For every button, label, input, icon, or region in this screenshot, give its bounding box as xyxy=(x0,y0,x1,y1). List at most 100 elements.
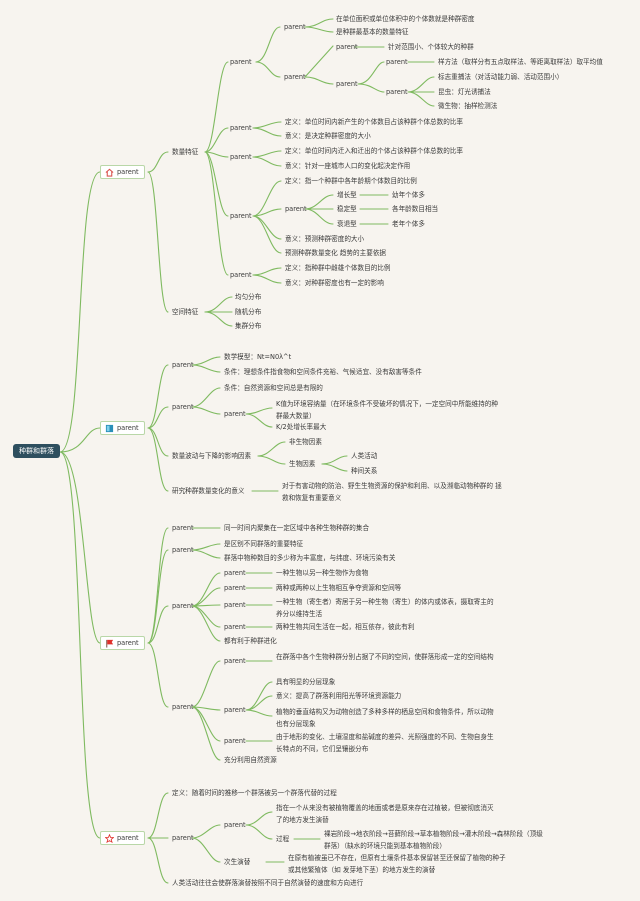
leaf-text: 充分利用自然资源 xyxy=(224,756,277,764)
leaf-text: 条件：理想条件指食物和空间条件充裕、气候适宜、没有敌害等条件 xyxy=(224,368,422,376)
parent-label[interactable]: parent xyxy=(284,23,306,31)
label-research-significance[interactable]: 研究种群数量变化的意义 xyxy=(172,487,245,495)
leaf-text: 定义：指一个种群中各年龄期个体数目的比例 xyxy=(285,177,417,185)
parent-label[interactable]: parent xyxy=(224,569,246,577)
leaf-text: 种间关系 xyxy=(351,467,378,475)
parent-label[interactable]: parent xyxy=(386,58,408,66)
leaf-text: 是区别不同群落的重要特征 xyxy=(224,540,304,548)
leaf-text: 两种或两种以上生物相互争夺资源和空间等 xyxy=(276,584,402,592)
topic-label: parent xyxy=(117,639,139,647)
parent-label[interactable]: parent xyxy=(230,271,252,279)
parent-label[interactable]: parent xyxy=(230,58,252,66)
parent-label[interactable]: parent xyxy=(224,584,246,592)
leaf-text: K/2处增长率最大 xyxy=(276,423,327,431)
house-icon xyxy=(105,168,114,177)
leaf-text: 非生物因素 xyxy=(289,438,322,446)
leaf-text: 意义：提高了群落利用阳光等环境资源能力 xyxy=(276,692,402,700)
parent-label[interactable]: parent xyxy=(386,88,408,96)
parent-label[interactable]: parent xyxy=(224,706,246,714)
leaf-text: 衰退型 xyxy=(337,220,357,228)
leaf-text: 群落中物种数目的多少称为丰富度，与纬度、环境污染有关 xyxy=(224,554,396,562)
leaf-text: 由于地形的变化、土壤湿度和盐碱度的差异、光照强度的不同、生物自身生长特点的不同，… xyxy=(276,733,494,753)
leaf-text: 过程 xyxy=(276,835,290,843)
topic-label: parent xyxy=(117,168,139,176)
leaf-text: 人类活动往往会使群落演替按照不同于自然演替的速度和方向进行 xyxy=(172,879,364,887)
topic-label: parent xyxy=(117,834,139,842)
parent-label[interactable]: parent xyxy=(230,153,252,161)
parent-label[interactable]: parent xyxy=(230,212,252,220)
label-fluctuation-factors[interactable]: 数量波动与下降的影响因素 xyxy=(172,452,252,460)
root-node[interactable]: 种群和群落 xyxy=(13,444,60,458)
leaf-text: 均匀分布 xyxy=(235,293,262,301)
leaf-text: 在群落中各个生物种群分别占据了不同的空间，使群落形成一定的空间结构 xyxy=(276,653,494,661)
parent-label[interactable]: parent xyxy=(172,834,194,842)
parent-label[interactable]: parent xyxy=(336,80,358,88)
leaf-text: 集群分布 xyxy=(235,322,262,330)
leaf-text: 在单位面积或单位体积中的个体数就是种群密度 xyxy=(336,15,475,23)
leaf-text: 定义：单位时间内新产生的个体数目占该种群个体总数的比率 xyxy=(285,118,464,126)
parent-label[interactable]: parent xyxy=(172,524,194,532)
leaf-text: 具有明显的分层现象 xyxy=(276,678,336,686)
leaf-text: 两种生物共同生活在一起，相互依存，彼此有利 xyxy=(276,623,415,631)
leaf-text: 意义：针对一座城市人口的变化起决定作用 xyxy=(285,162,411,170)
topic-node-population-features[interactable]: parent xyxy=(100,165,145,179)
leaf-text: 意义：预测种群密度的大小 xyxy=(285,235,365,243)
leaf-text: 裸岩阶段→地衣阶段→苔藓阶段→草本植物阶段→灌木阶段→森林阶段（顶级群落）（缺水… xyxy=(324,830,543,850)
flag-icon xyxy=(106,639,114,648)
leaf-text: 老年个体多 xyxy=(392,220,425,228)
label-secondary-succession[interactable]: 次生演替 xyxy=(224,858,251,866)
parent-label[interactable]: parent xyxy=(284,73,306,81)
leaf-text: 在原有植被虽已不存在，但原有土壤条件基本保留甚至还保留了植物的种子或其他繁殖体（… xyxy=(288,854,506,874)
leaf-text: 标志重捕法（对活动能力弱、活动范围小） xyxy=(438,73,564,81)
leaf-text: 指在一个从来没有被植物覆盖的地面或者是原来存在过植被，但被彻底消灭了的地方发生演… xyxy=(276,804,494,824)
parent-label[interactable]: parent xyxy=(172,546,194,554)
topic-node-succession[interactable]: parent xyxy=(100,831,145,845)
parent-label[interactable]: parent xyxy=(224,410,246,418)
parent-label[interactable]: parent xyxy=(224,623,246,631)
leaf-text: 对于有害动物的防治、野生生物资源的保护和利用、以及濒临动物种群的 拯救和恢复有重… xyxy=(282,482,502,502)
label-spatial-features[interactable]: 空间特征 xyxy=(172,308,199,316)
parent-label[interactable]: parent xyxy=(172,703,194,711)
leaf-text: 样方法（取样分有五点取样法、等距离取样法）取平均值 xyxy=(438,58,603,66)
leaf-text: 幼年个体多 xyxy=(392,191,425,199)
leaf-text: 定义：单位时间内迁入和迁出的个体占该种群个体总数的比率 xyxy=(285,147,464,155)
parent-label[interactable]: parent xyxy=(230,124,252,132)
leaf-text: 一种生物（寄生者）寄居于另一种生物（寄生）的体内或体表，摄取寄主的养分以维持生活 xyxy=(276,598,494,618)
topic-node-population-dynamics[interactable]: parent xyxy=(100,421,145,435)
leaf-text: 针对范围小、个体较大的种群 xyxy=(388,43,474,51)
leaf-text: 各年龄数目相当 xyxy=(392,205,439,213)
parent-label[interactable]: parent xyxy=(172,602,194,610)
leaf-text: 植物的垂直结构又为动物创造了多种多样的栖息空间和食物条件，所以动物也有分层现象 xyxy=(276,708,494,728)
leaf-text: 微生物：抽样检测法 xyxy=(438,102,498,110)
label-quantity-features[interactable]: 数量特征 xyxy=(172,148,199,156)
book-icon xyxy=(105,424,114,432)
leaf-text: K值为环境容纳量（在环境条件不受破坏的情况下，一定空间中所能维持的种群最大数量） xyxy=(276,400,498,420)
leaf-text: 一种生物以另一种生物作为食物 xyxy=(276,569,369,577)
leaf-text: 都有利于种群进化 xyxy=(224,637,277,645)
star-icon xyxy=(105,833,114,843)
topic-node-community[interactable]: parent xyxy=(100,636,145,650)
parent-label[interactable]: parent xyxy=(336,43,358,51)
parent-label[interactable]: parent xyxy=(224,657,246,665)
leaf-text: 数学模型：Nt=N0λ^t xyxy=(224,353,292,361)
leaf-text: 条件：自然资源和空间总是有限的 xyxy=(224,384,323,392)
leaf-text: 定义：指种群中雌雄个体数目的比例 xyxy=(285,264,391,272)
leaf-text: 意义：对种群密度也有一定的影响 xyxy=(285,279,384,287)
parent-label[interactable]: parent xyxy=(172,403,194,411)
leaf-text: 稳定型 xyxy=(337,205,357,213)
leaf-text: 随机分布 xyxy=(235,308,262,316)
leaf-text: 是种群最基本的数量特征 xyxy=(336,28,409,36)
parent-label[interactable]: parent xyxy=(172,361,194,369)
parent-label[interactable]: parent xyxy=(285,205,307,213)
leaf-text: 人类活动 xyxy=(351,452,378,460)
leaf-text: 意义：是决定种群密度的大小 xyxy=(285,132,371,140)
leaf-text: 昆虫：灯光诱捕法 xyxy=(438,88,491,96)
leaf-text: 同一时间内聚集在一定区域中各种生物种群的集合 xyxy=(224,524,370,532)
leaf-text: 预测种群数量变化 趋势的主要依据 xyxy=(285,249,387,257)
parent-label[interactable]: parent xyxy=(224,737,246,745)
parent-label[interactable]: parent xyxy=(224,601,246,609)
topic-label: parent xyxy=(117,424,139,432)
leaf-text: 增长型 xyxy=(337,191,357,199)
parent-label[interactable]: parent xyxy=(224,821,246,829)
